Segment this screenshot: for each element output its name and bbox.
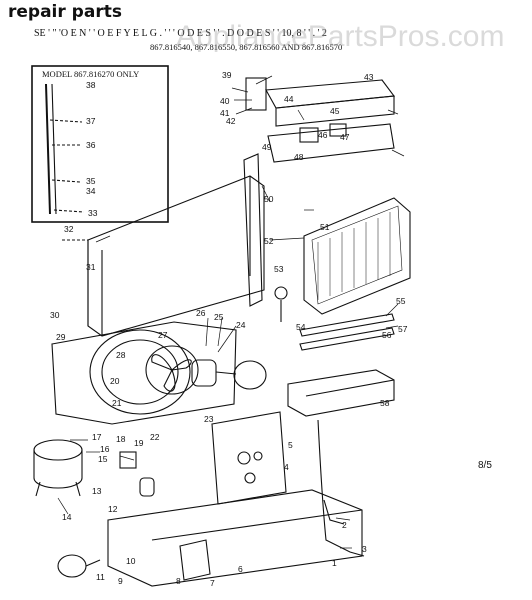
callout-9: 9 [118,576,123,586]
bracket [179,539,211,581]
evaporator-panel [62,175,265,337]
page-number: 8/5 [478,460,492,471]
service-valve [57,554,101,578]
side-panel [243,153,263,307]
inset-callout-34: 34 [86,186,96,196]
callout-14: 14 [62,512,72,522]
callout-15: 15 [98,454,108,464]
inset-callout-33: 33 [88,208,98,218]
models-line-1: SE ' " 'O E N ' ' O E F Y E L G . ' ' ' … [34,28,327,39]
callout-39: 39 [222,70,232,80]
callout-22: 22 [150,432,160,442]
callout-43: 43 [364,72,374,82]
callout-51: 51 [320,222,330,232]
callout-29: 29 [56,332,66,342]
compressor [33,439,83,497]
callout-12: 12 [108,504,118,514]
control-box [211,411,287,505]
callout-46: 46 [318,130,328,140]
top-cover [245,77,396,163]
leader-lines [57,75,405,549]
callout-3: 3 [362,544,367,554]
callout-8: 8 [176,576,181,586]
callout-42: 42 [226,116,236,126]
callout-7: 7 [210,578,215,588]
callout-1: 1 [332,558,337,568]
callout-21: 21 [112,398,122,408]
callout-5: 5 [288,440,293,450]
fan-shroud [51,321,237,425]
rails [299,313,395,351]
callout-23: 23 [204,414,214,424]
callout-56: 56 [382,330,392,340]
callout-18: 18 [116,434,126,444]
inset-callout-37: 37 [86,116,96,126]
callout-53: 53 [274,264,284,274]
callout-48: 48 [294,152,304,162]
callout-11: 11 [96,572,105,582]
callout-55: 55 [396,296,406,306]
callout-26: 26 [196,308,206,318]
base-pan [107,489,363,587]
callout-4: 4 [284,462,289,472]
callout-41: 41 [220,108,230,118]
fan-motor-assembly [145,345,267,395]
callout-27: 27 [158,330,168,340]
tubing [317,419,365,557]
callout-28: 28 [116,350,126,360]
callout-6: 6 [238,564,243,574]
callout-52: 52 [264,236,274,246]
callout-17: 17 [92,432,102,442]
callout-30: 30 [50,310,60,320]
callout-31: 31 [86,262,96,272]
callout-25: 25 [214,312,224,322]
callout-16: 16 [100,444,110,454]
drain-pan [287,369,395,417]
callout-54: 54 [296,322,306,332]
callout-32: 32 [64,224,74,234]
inset-callout-35: 35 [86,176,96,186]
inset-callout-36: 36 [86,140,96,150]
callout-10: 10 [126,556,136,566]
callout-44: 44 [284,94,294,104]
inset-box [31,65,169,223]
callout-13: 13 [92,486,102,496]
callout-40: 40 [220,96,230,106]
callout-19: 19 [134,438,144,448]
condenser-coil [303,197,411,315]
page-title: repair parts [8,2,122,22]
callout-49: 49 [262,142,272,152]
callout-58: 58 [380,398,390,408]
callout-57: 57 [398,324,408,334]
callout-45: 45 [330,106,340,116]
callout-50: 50 [264,194,274,204]
callout-47: 47 [340,132,350,142]
inset-callout-38: 38 [86,80,96,90]
capacitor [119,451,155,497]
callout-20: 20 [110,376,120,386]
callout-2: 2 [342,520,347,530]
drain-tube [274,286,288,322]
callout-24: 24 [236,320,246,330]
models-line-2: 867.816540, 867.816550, 867.816560 AND 8… [150,42,343,52]
inset-label: MODEL 867.816270 ONLY [42,69,139,79]
